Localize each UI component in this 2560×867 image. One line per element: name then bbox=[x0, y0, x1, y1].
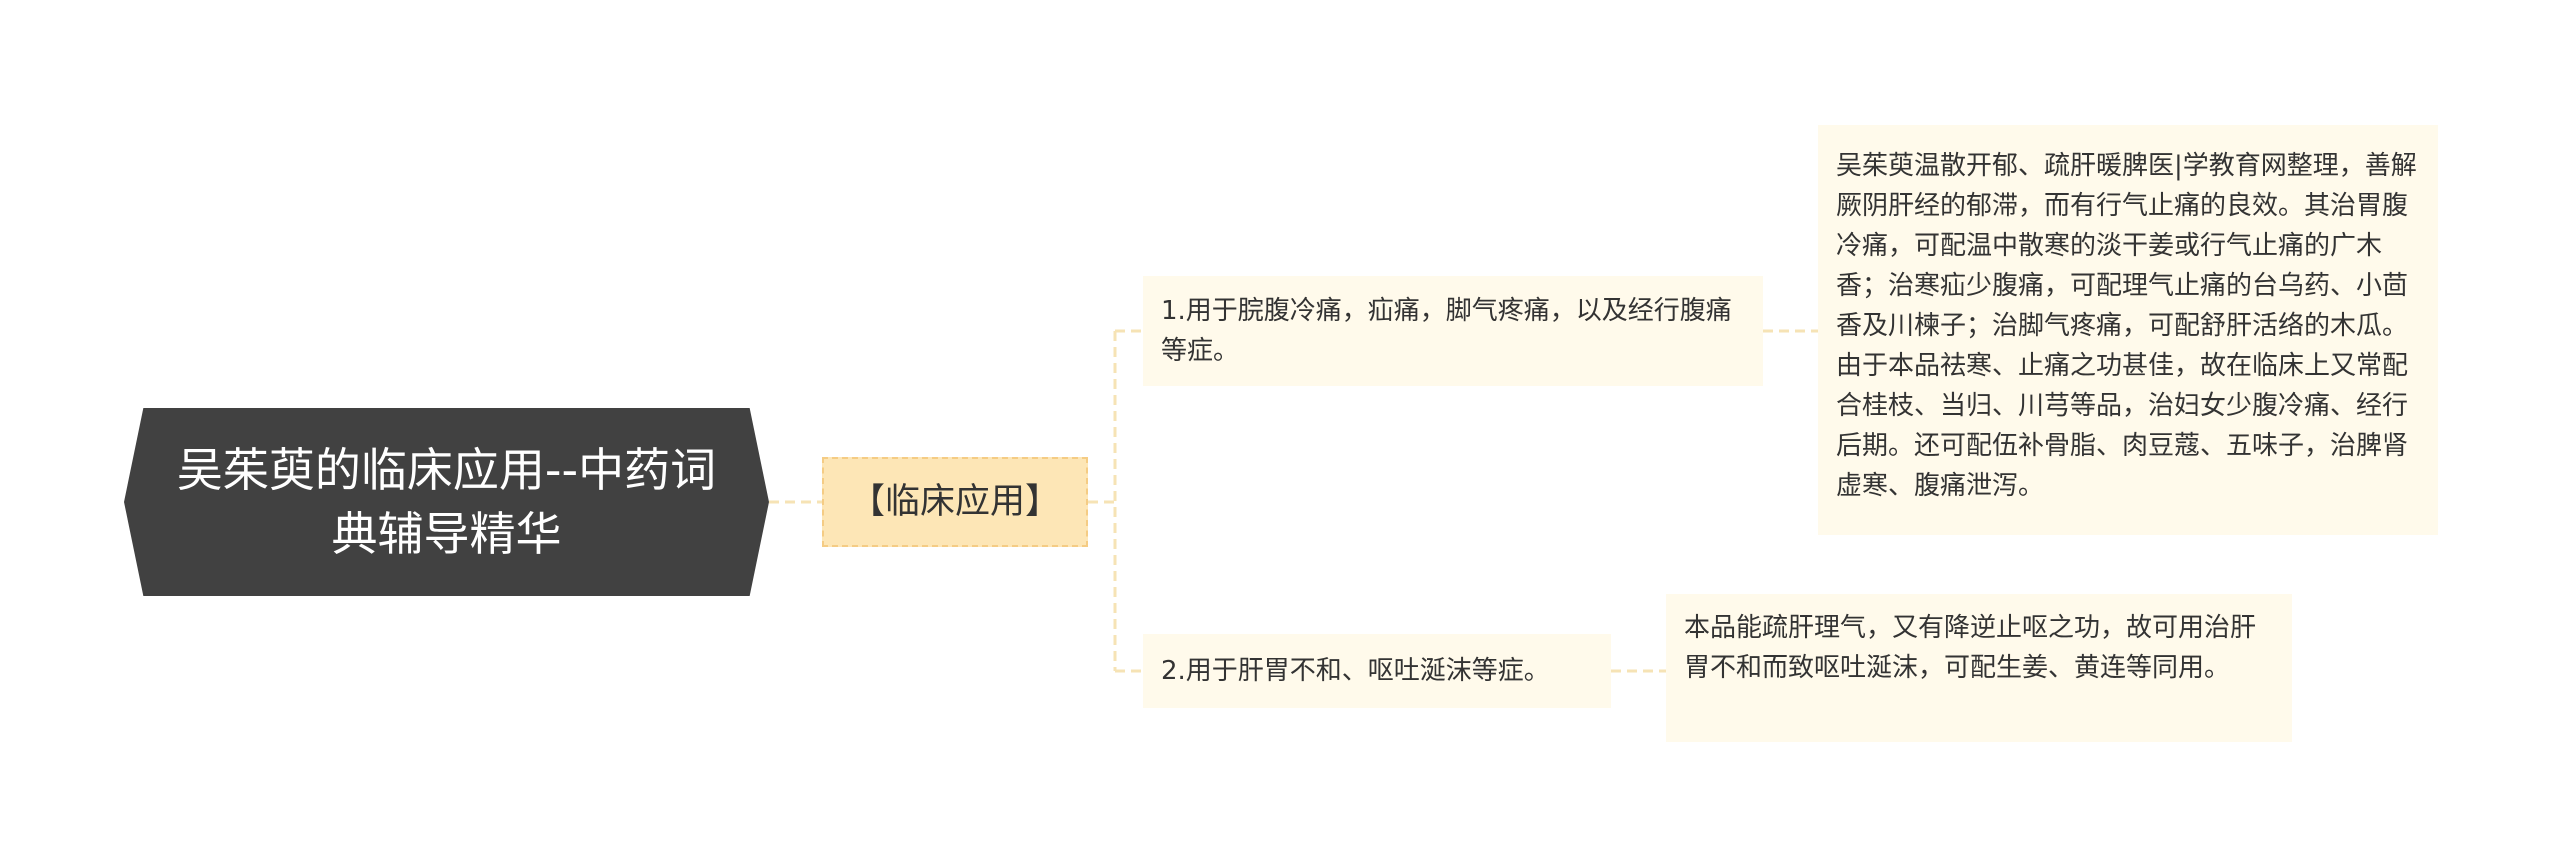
category-node[interactable]: 【临床应用】 bbox=[822, 457, 1088, 547]
subtopic-node-1[interactable]: 1.用于脘腹冷痛，疝痛，脚气疼痛，以及经行腹痛等症。 bbox=[1143, 276, 1763, 386]
detail-text-2: 本品能疏肝理气，又有降逆止呕之功，故可用治肝胃不和而致呕吐涎沫，可配生姜、黄连等… bbox=[1684, 613, 2257, 683]
root-topic-node[interactable]: 吴茱萸的临床应用--中药词典辅导精华 bbox=[124, 408, 769, 596]
detail-node-1[interactable]: 吴茱萸温散开郁、疏肝暖脾医|学教育网整理，善解厥阴肝经的郁滞，而有行气止痛的良效… bbox=[1818, 125, 2438, 535]
subtopic-label-2: 2.用于肝胃不和、呕吐涎沫等症。 bbox=[1161, 656, 1550, 686]
detail-text-1: 吴茱萸温散开郁、疏肝暖脾医|学教育网整理，善解厥阴肝经的郁滞，而有行气止痛的良效… bbox=[1836, 151, 2417, 501]
category-label: 【临床应用】 bbox=[849, 482, 1060, 522]
subtopic-label-1: 1.用于脘腹冷痛，疝痛，脚气疼痛，以及经行腹痛等症。 bbox=[1161, 296, 1732, 366]
root-topic-title: 吴茱萸的临床应用--中药词典辅导精华 bbox=[176, 443, 717, 561]
subtopic-node-2[interactable]: 2.用于肝胃不和、呕吐涎沫等症。 bbox=[1143, 634, 1611, 708]
detail-node-2[interactable]: 本品能疏肝理气，又有降逆止呕之功，故可用治肝胃不和而致呕吐涎沫，可配生姜、黄连等… bbox=[1666, 594, 2292, 742]
